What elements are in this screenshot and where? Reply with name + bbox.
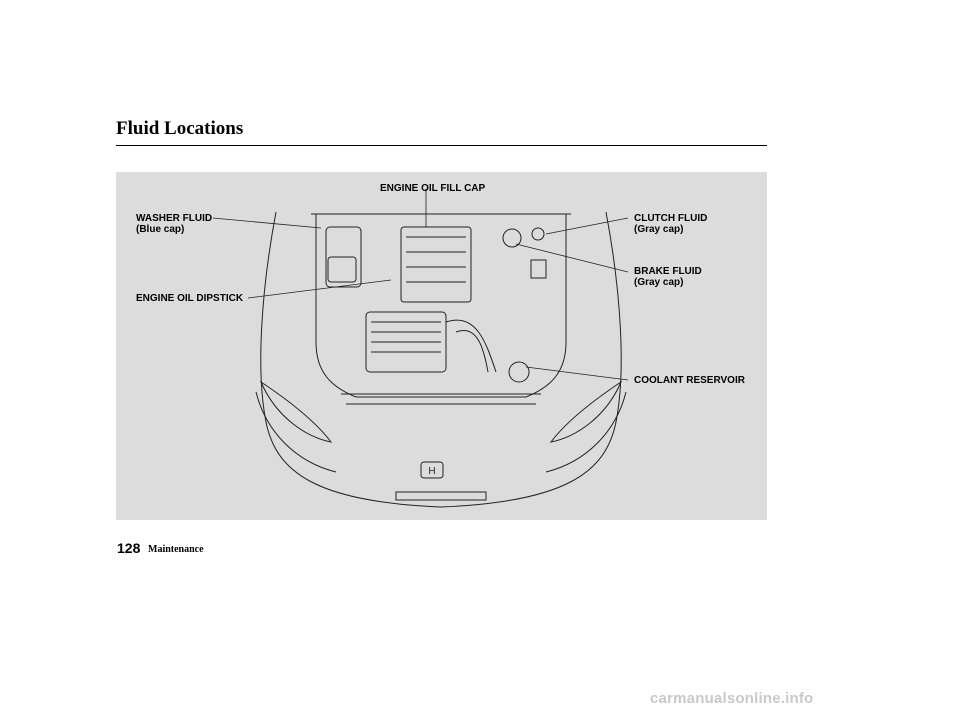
callout-brake-fluid: BRAKE FLUID	[634, 266, 702, 277]
callout-engine-oil-fill-cap: ENGINE OIL FILL CAP	[380, 183, 486, 194]
callout-brake-fluid-note: (Gray cap)	[634, 277, 684, 288]
watermark: carmanualsonline.info	[650, 690, 814, 707]
engine-bay-figure: H ENGINE OIL FILL CAP WASHER FLUID (Blue…	[116, 172, 767, 520]
callout-coolant-reservoir: COOLANT RESERVOIR	[634, 375, 745, 386]
section-name: Maintenance	[148, 544, 204, 555]
title-divider	[116, 145, 767, 146]
page-number: 128	[117, 540, 141, 556]
callout-washer-fluid: WASHER FLUID	[136, 213, 213, 224]
page-title: Fluid Locations	[116, 118, 244, 139]
engine-bay-illustration: H	[212, 189, 629, 508]
callout-washer-fluid-note: (Blue cap)	[136, 224, 185, 235]
callout-clutch-fluid: CLUTCH FLUID	[634, 213, 708, 224]
svg-text:H: H	[428, 466, 435, 477]
callout-engine-oil-dipstick: ENGINE OIL DIPSTICK	[136, 293, 244, 304]
callout-clutch-fluid-note: (Gray cap)	[634, 224, 684, 235]
